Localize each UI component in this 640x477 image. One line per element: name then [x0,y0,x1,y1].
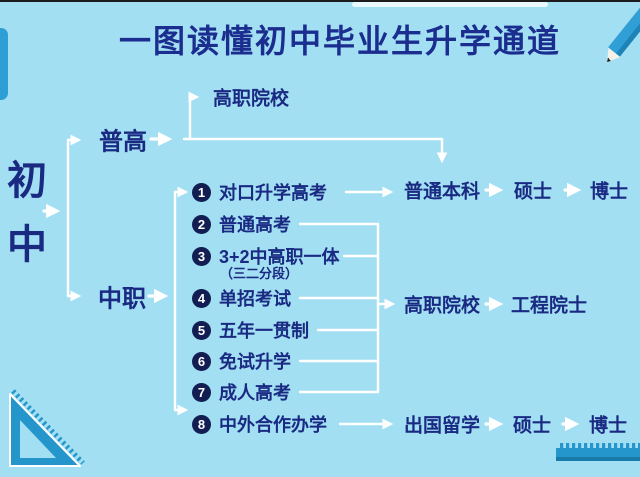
pathway-row: 3 3+2中高职一体（三二分段） [192,243,340,281]
node-doctor-bottom: 博士 [588,415,628,437]
pathway-number-badge: 6 [192,351,211,371]
pathway-row: 7 成人高考 [192,379,291,405]
node-study-abroad: 出国留学 [403,415,481,437]
ruler-icon [556,443,640,461]
top-border-line [0,0,640,2]
node-engineering-academician: 工程院士 [510,295,588,317]
node-undergraduate: 普通本科 [403,181,481,203]
pathway-label: 对口升学高考 [219,183,327,203]
root-label-char2: 中 [7,223,47,267]
page-title: 一图读懂初中毕业生升学通道 [118,23,562,59]
top-highlight-strip [352,2,548,7]
branch-vocational: 中职 [98,285,146,313]
node-vocational-college-mid: 高职院校 [403,295,481,317]
pathway-row: 1 对口升学高考 [192,179,327,205]
pathway-row: 4 单招考试 [192,285,291,311]
pathway-label: 单招考试 [219,289,291,309]
pathway-row: 6 免试升学 [192,348,291,374]
pathway-label: 免试升学 [219,352,291,372]
pathway-label: 普通高考 [219,215,291,235]
triangle-ruler-icon [9,389,85,467]
pathway-number-badge: 1 [192,182,211,202]
node-vocational-college-top: 高职院校 [212,88,290,110]
pathway-label: 中外合作办学 [219,415,327,435]
node-doctor-top: 博士 [589,181,629,203]
node-master-top: 硕士 [513,181,553,203]
pathway-sublabel: （三二分段） [220,266,299,281]
pathway-number-badge: 3 [192,246,211,266]
pathway-row: 2 普通高考 [192,211,291,237]
pathway-row: 5 五年一贯制 [192,317,309,343]
pathway-label: 成人高考 [219,383,291,403]
pathway-number-badge: 8 [192,414,211,434]
root-label-char1: 初 [7,159,47,203]
pathway-label: 3+2中高职一体 [219,247,340,267]
senior-to-college-line [188,91,200,141]
pathway-number-badge: 7 [192,382,211,402]
node-master-bottom: 硕士 [512,415,552,437]
pathway-label: 五年一贯制 [219,321,309,341]
pathway-number-badge: 4 [192,288,211,308]
pencil-icon [607,7,640,62]
pathway-row: 8 中外合作办学 [192,411,327,437]
branch-senior-high: 普高 [99,128,147,156]
pathway-number-badge: 5 [192,320,211,340]
senior-to-undergrad-line [182,137,448,164]
pathway-number-badge: 2 [192,214,211,234]
book-edge-icon [0,28,8,100]
